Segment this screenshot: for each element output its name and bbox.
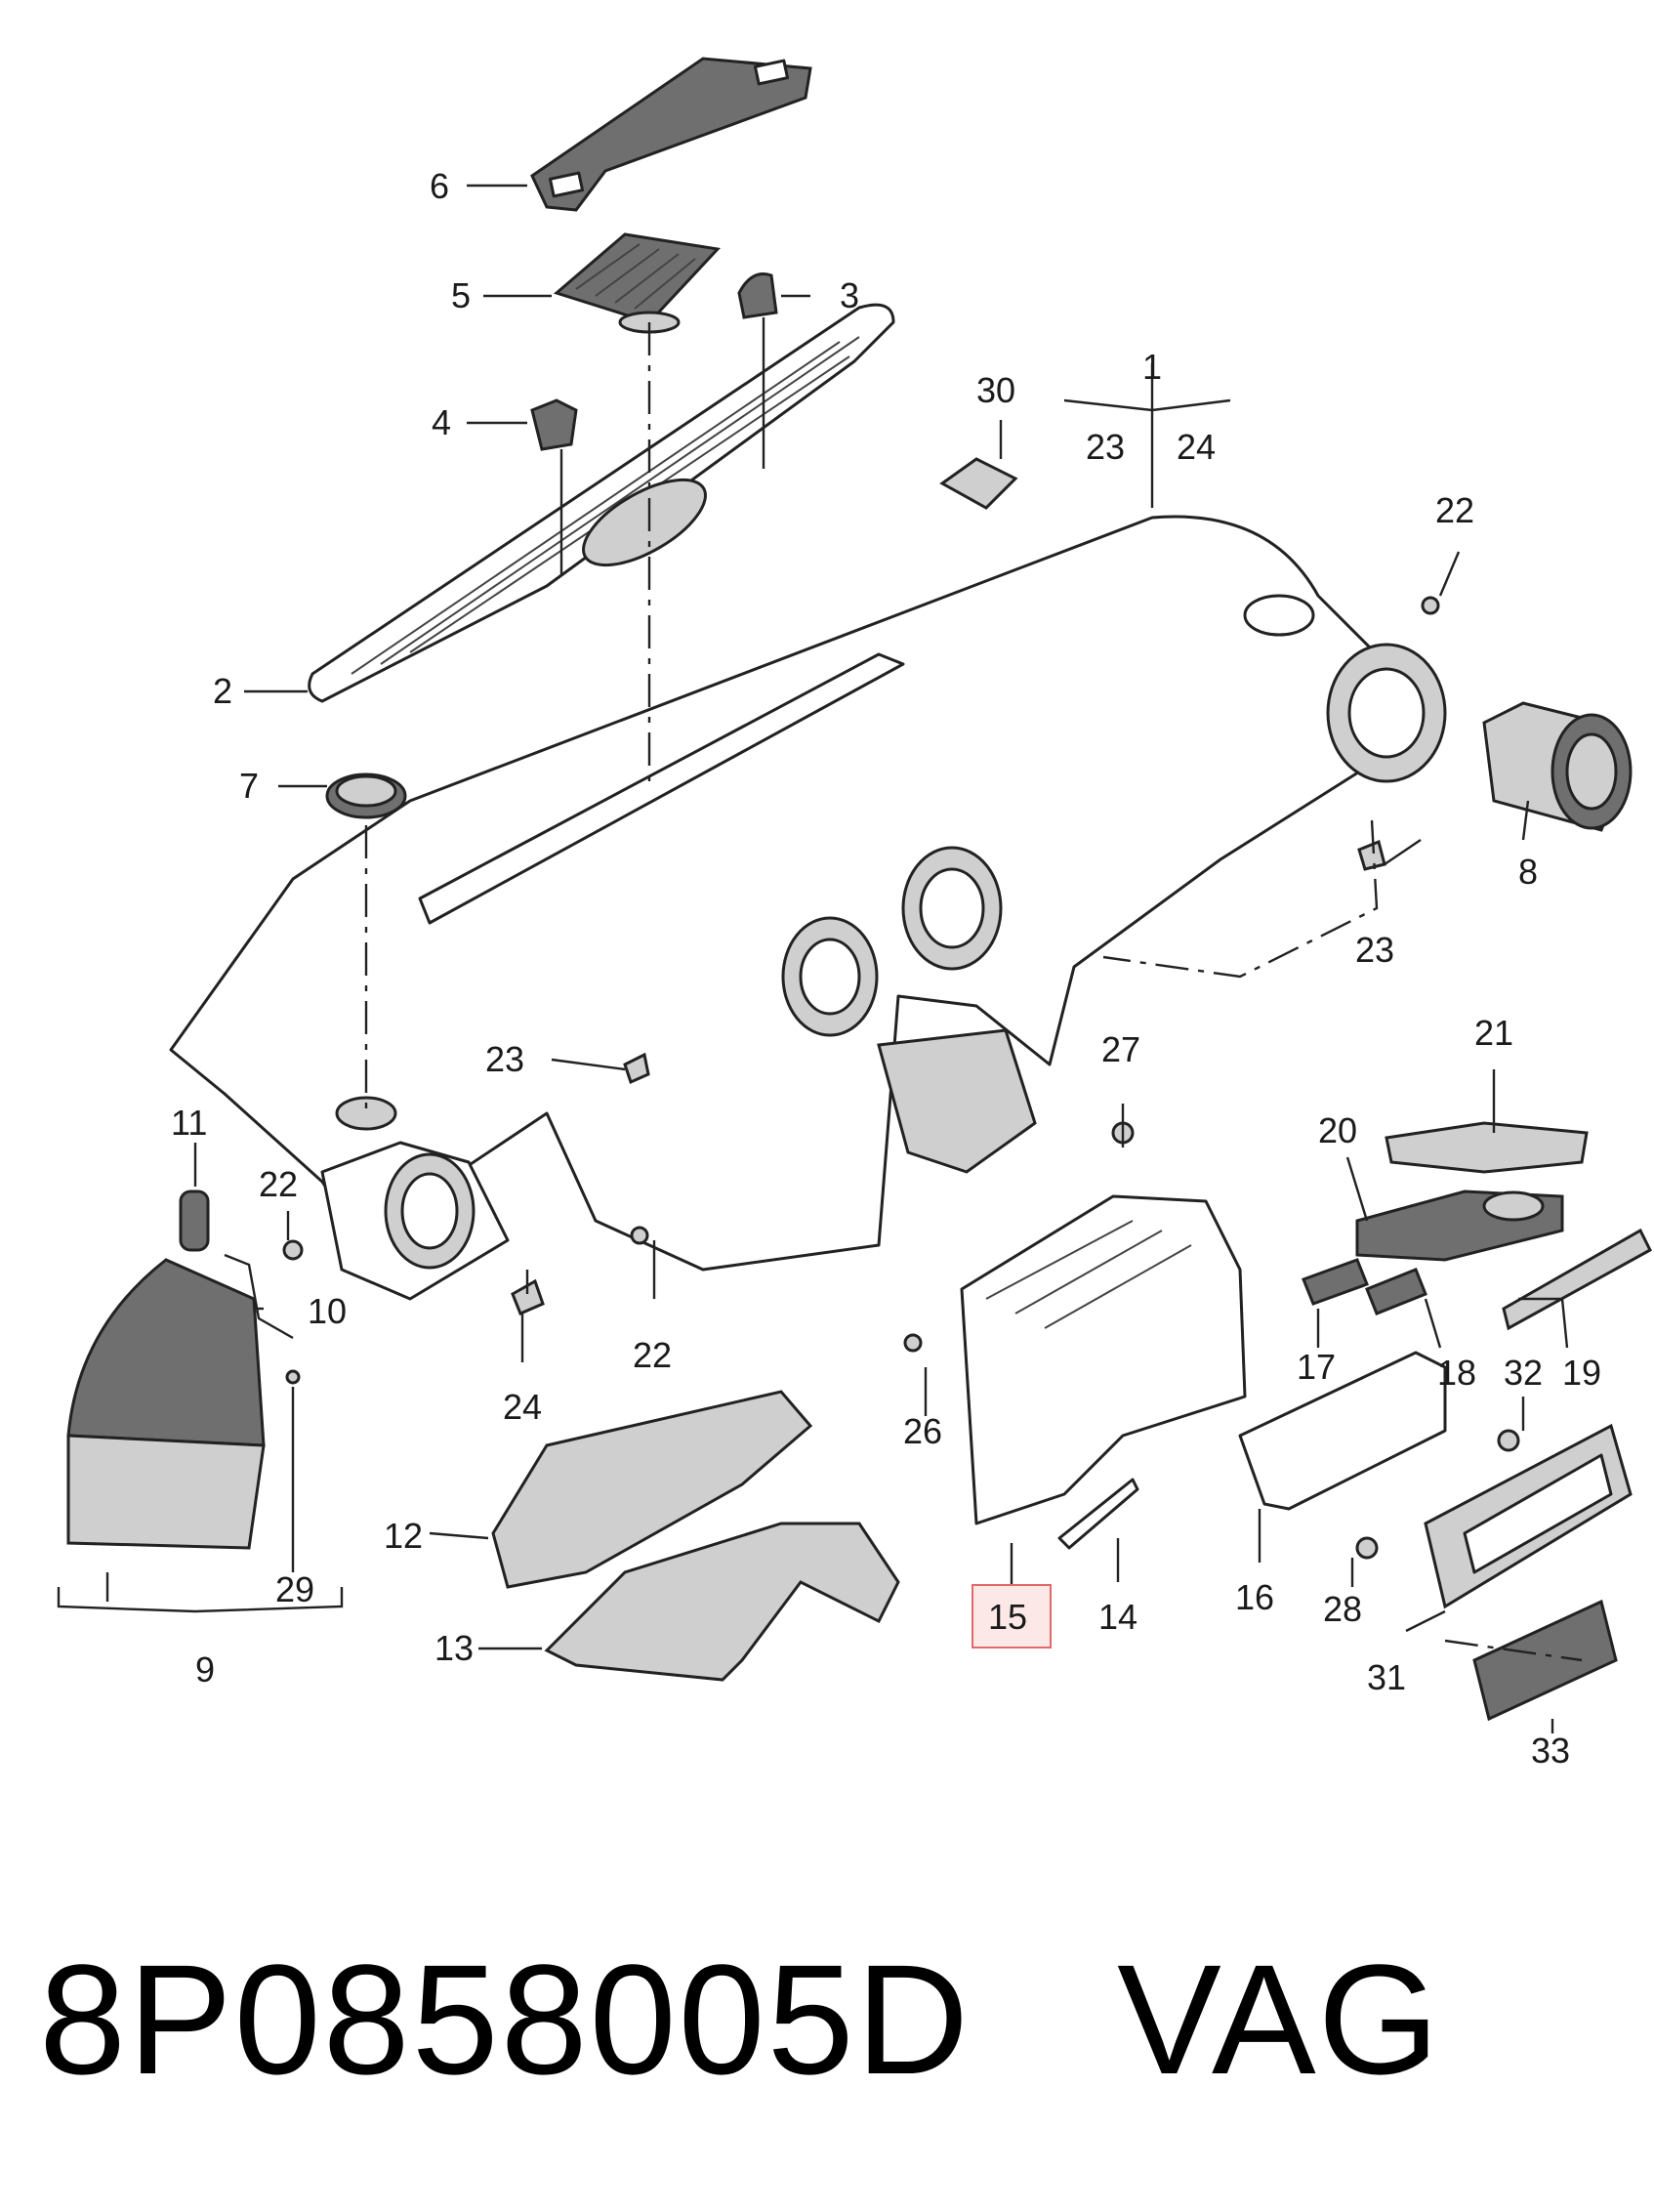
part-20-cupholder-tray[interactable]	[1355, 1189, 1564, 1262]
callout-24-a: 24	[1177, 427, 1216, 467]
part-13-knee-bolster[interactable]	[544, 1522, 900, 1682]
callout-29: 29	[275, 1569, 314, 1609]
part-8-side-vent[interactable]	[1482, 701, 1633, 832]
callout-22-c: 22	[633, 1335, 672, 1375]
callout-23-b: 23	[1355, 930, 1394, 970]
callout-12: 12	[384, 1516, 423, 1556]
callout-6: 6	[430, 166, 449, 206]
callout-18: 18	[1437, 1353, 1476, 1393]
part-9-side-cover[interactable]	[66, 1258, 266, 1550]
part-18-switch[interactable]	[1365, 1268, 1427, 1315]
callout-15: 15	[988, 1597, 1027, 1637]
callout-22-b: 22	[259, 1164, 298, 1204]
part-21-storage-tray[interactable]	[1385, 1121, 1589, 1174]
callout-16: 16	[1235, 1577, 1274, 1617]
callout-10: 10	[308, 1291, 347, 1331]
part-1-dashboard[interactable]	[169, 515, 1447, 1301]
leader-lines	[57, 184, 1569, 1733]
part-19-vent-strip[interactable]	[1502, 1228, 1652, 1331]
callout-33: 33	[1531, 1731, 1570, 1771]
part-12-lower-trim[interactable]	[491, 1390, 813, 1589]
part-33-plate[interactable]	[1472, 1599, 1618, 1722]
part-4-button[interactable]	[530, 398, 578, 451]
part-number: 8P0858005D	[39, 1932, 972, 2107]
callout-22-a: 22	[1435, 490, 1474, 530]
highlighted-part-box[interactable]	[972, 1584, 1052, 1649]
callout-27: 27	[1101, 1029, 1140, 1069]
part-5-speaker-grille[interactable]	[553, 232, 722, 334]
part-17-switch[interactable]	[1302, 1258, 1369, 1306]
callout-4: 4	[432, 402, 451, 442]
callout-8: 8	[1518, 852, 1538, 892]
callout-24-b: 24	[503, 1387, 542, 1427]
callout-1: 1	[1142, 347, 1162, 387]
callout-30: 30	[976, 370, 1015, 410]
part-2-upper-trim[interactable]	[308, 303, 895, 703]
exploded-dashboard-diagram: 6 5 3 4 30 1 23 24 22 2 7 8 23 23 27 21 …	[57, 57, 1652, 1771]
callout-14: 14	[1098, 1597, 1137, 1637]
callout-28: 28	[1323, 1589, 1362, 1629]
part-7-round-vent[interactable]	[325, 772, 407, 819]
part-31-lower-panel[interactable]	[1424, 1423, 1633, 1609]
callout-2: 2	[213, 671, 232, 711]
callout-9: 9	[195, 1649, 215, 1690]
part-11-small-grille[interactable]	[179, 1189, 210, 1252]
callout-20: 20	[1318, 1110, 1357, 1150]
callout-32: 32	[1504, 1353, 1543, 1393]
callout-5: 5	[451, 275, 471, 315]
callout-26: 26	[903, 1411, 942, 1451]
part-16-lower-bracket[interactable]	[1238, 1351, 1447, 1511]
part-14-strip[interactable]	[1057, 1478, 1139, 1550]
callout-17: 17	[1297, 1347, 1336, 1387]
callout-7: 7	[239, 766, 259, 806]
callout-labels: 6 5 3 4 30 1 23 24 22 2 7 8 23 23 27 21 …	[171, 166, 1601, 1771]
callout-11: 11	[171, 1103, 207, 1143]
callout-21: 21	[1474, 1013, 1513, 1053]
part-30-clip[interactable]	[939, 457, 1018, 510]
part-15-center-bracket[interactable]	[960, 1194, 1247, 1525]
callout-23-a: 23	[1086, 427, 1125, 467]
callout-19: 19	[1562, 1353, 1601, 1393]
callout-13: 13	[434, 1628, 474, 1668]
assembly-lines	[364, 322, 1583, 1662]
brand-label: VAG	[1117, 1932, 1442, 2107]
part-6-cover-panel[interactable]	[530, 57, 812, 212]
callout-23-c: 23	[485, 1039, 524, 1079]
callout-31: 31	[1367, 1657, 1406, 1697]
part-3-knob[interactable]	[737, 272, 778, 319]
callout-3: 3	[840, 275, 859, 315]
part-10-rod[interactable]	[224, 1253, 294, 1340]
